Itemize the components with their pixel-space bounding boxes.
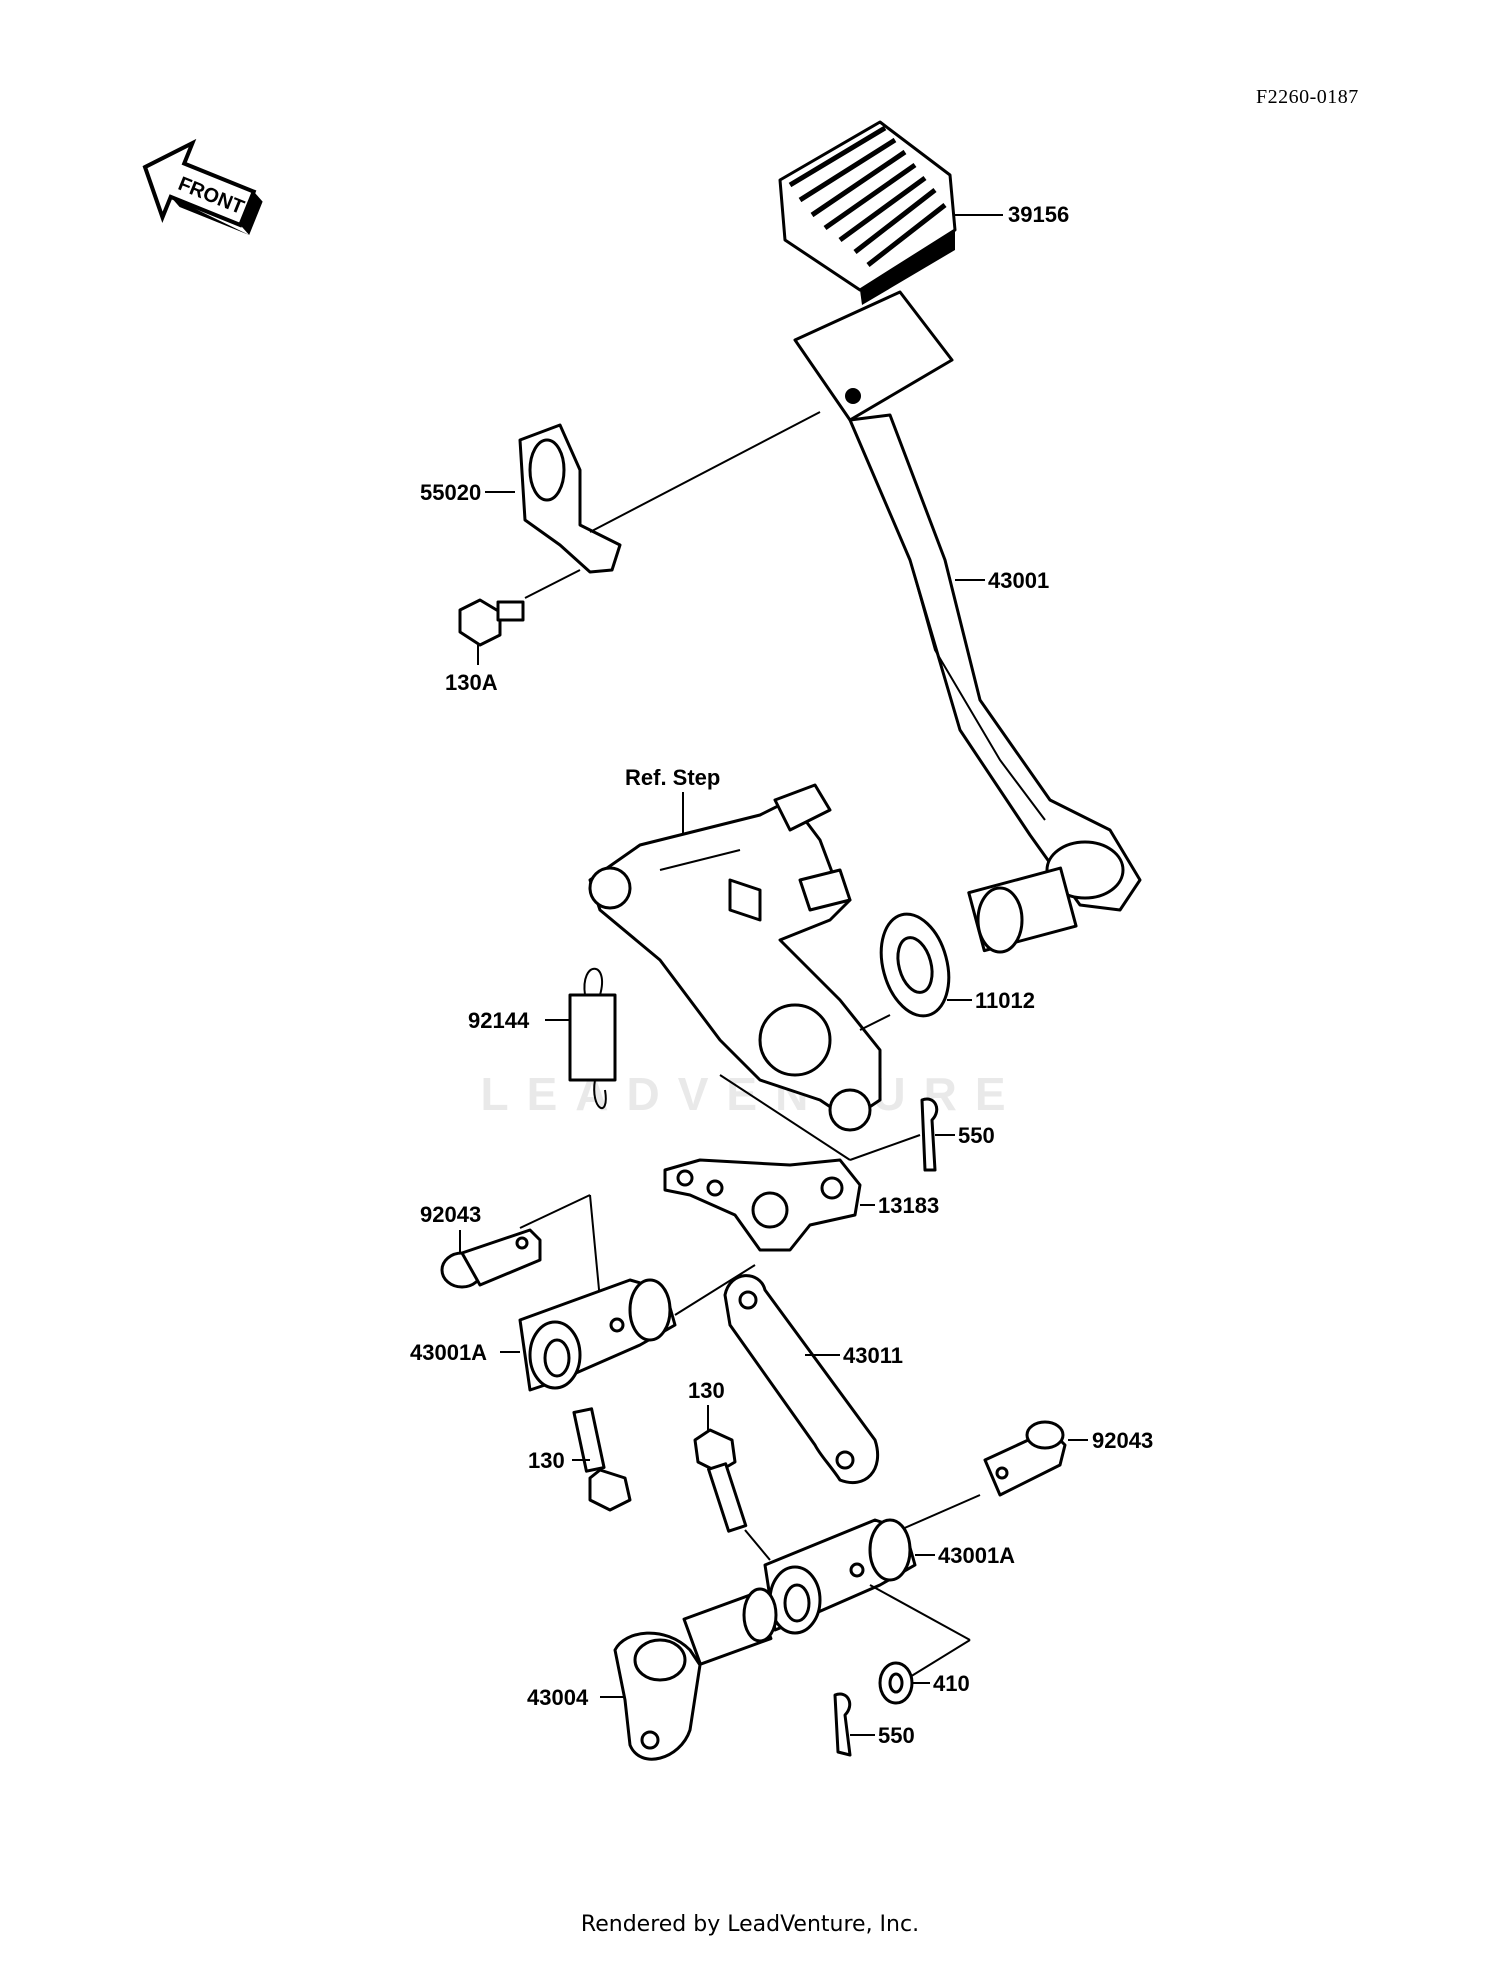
label-130A: 130A [445,670,498,695]
label-92144: 92144 [468,1008,530,1033]
label-92043-right: 92043 [1092,1428,1153,1453]
brake-pedal-43001 [793,290,1142,954]
watermark: LEADVENTURE [480,1068,1023,1120]
label-130-left: 130 [528,1448,565,1473]
bolt-130-mid [693,1428,748,1533]
shaft-arm-43004 [613,1587,778,1761]
step-bracket [588,783,882,1132]
bracket-55020 [518,423,622,574]
clevis-43001A-left [518,1278,677,1392]
label-43011: 43011 [843,1343,903,1368]
seal-11012 [879,912,951,1018]
cotter-pin-550-bottom [833,1692,852,1757]
pin-92043-right [983,1420,1067,1497]
link-rod-43011 [723,1274,880,1485]
footer-credit: Rendered by LeadVenture, Inc. [580,1912,920,1937]
label-43004: 43004 [527,1685,589,1710]
label-55020: 55020 [420,480,481,505]
label-43001A-right: 43001A [938,1543,1015,1568]
label-43001: 43001 [988,568,1049,593]
pin-92043-left [440,1228,542,1289]
label-92043-left: 92043 [420,1202,481,1227]
label-550-top: 550 [958,1123,995,1148]
washer-410 [878,1661,914,1705]
front-arrow-icon: FRONT [142,138,263,236]
lever-13183 [663,1158,862,1252]
label-550-bottom: 550 [878,1723,915,1748]
label-11012: 11012 [975,988,1035,1013]
bolt-130-left [572,1407,632,1512]
label-13183: 13183 [878,1193,939,1218]
label-130-mid: 130 [688,1378,725,1403]
label-39156: 39156 [1008,202,1069,227]
diagram-code: F2260-0187 [1256,86,1359,108]
label-43001A-left: 43001A [410,1340,487,1365]
label-ref-step: Ref. Step [625,765,720,790]
label-410: 410 [933,1671,970,1696]
clevis-43001A-right [763,1518,917,1635]
pedal-rubber-39156 [778,120,957,305]
cotter-pin-550-top [920,1097,939,1172]
spring-92144 [568,967,617,1110]
bolt-130A [458,598,525,647]
